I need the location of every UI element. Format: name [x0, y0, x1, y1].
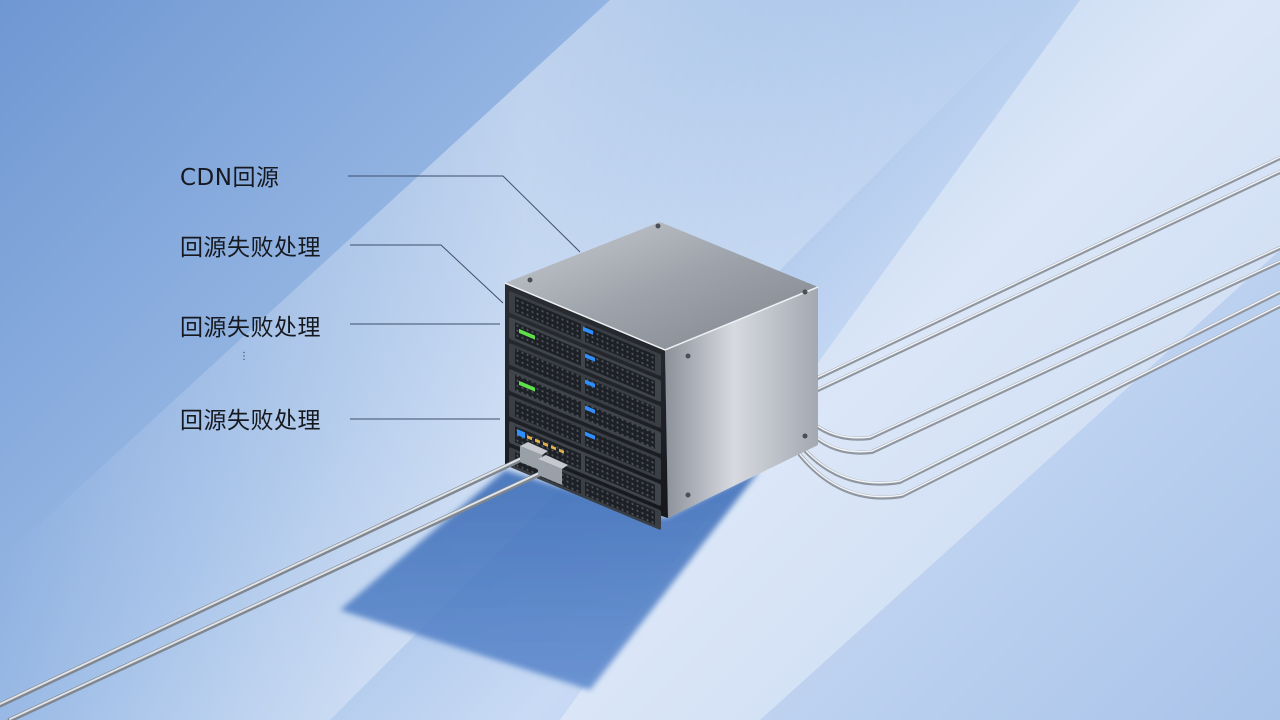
rack-unit-2 — [509, 317, 661, 402]
rj45-connector-1 — [520, 442, 548, 471]
rack-units — [509, 291, 661, 530]
label-cdn-origin: CDN回源 — [180, 165, 280, 191]
rack-unit-6 — [509, 421, 661, 506]
rack-unit-5 — [509, 395, 661, 480]
light-beam-right — [560, 0, 1280, 720]
rj45-connector-2 — [538, 455, 568, 485]
leader-line-cdn — [348, 175, 581, 253]
rack-unit-3 — [509, 343, 661, 428]
right-cables — [794, 156, 1280, 500]
label-origin-failure-1: 回源失败处理 — [180, 235, 321, 261]
chassis-side — [665, 287, 818, 518]
label-origin-failure-2: 回源失败处理 — [180, 315, 321, 341]
chassis-top — [505, 222, 818, 350]
vertical-ellipsis: ⋮ — [239, 351, 249, 362]
leader-line-1 — [350, 244, 504, 304]
rack-unit-4 — [509, 369, 661, 454]
label-origin-failure-3: 回源失败处理 — [180, 408, 321, 434]
leader-lines — [348, 175, 581, 420]
rack-unit-1 — [509, 291, 661, 376]
front-cables — [0, 453, 551, 720]
